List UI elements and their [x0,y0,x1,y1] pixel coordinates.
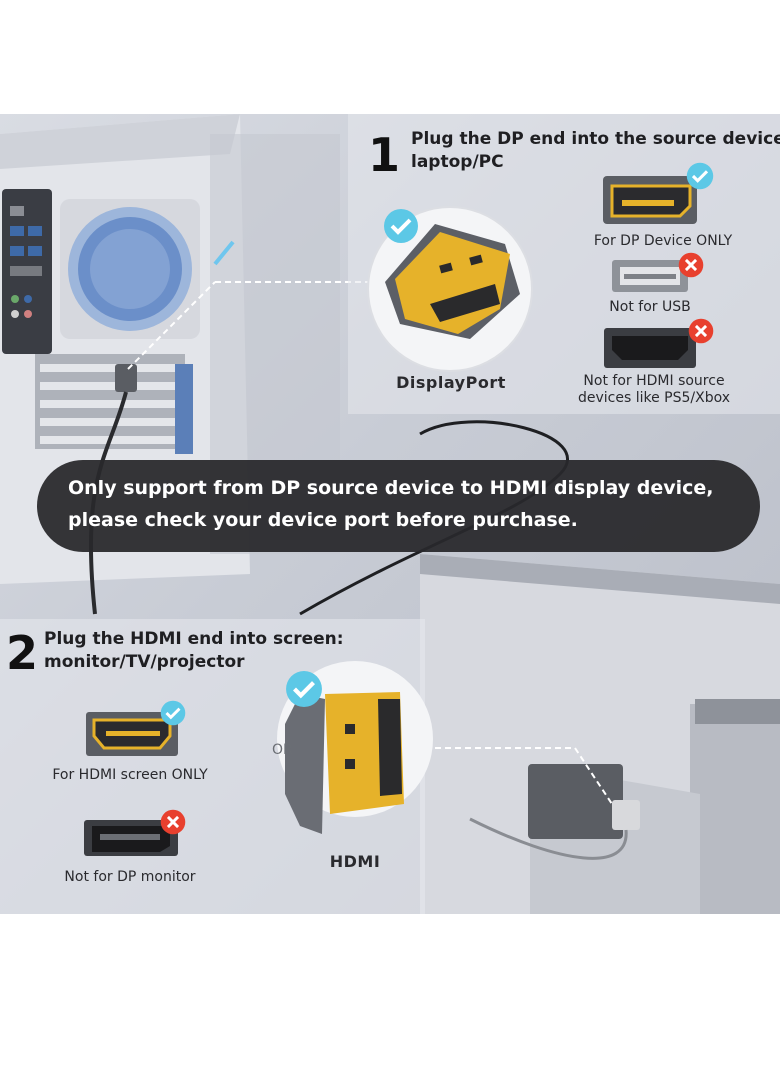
monitor-illustration [420,554,780,914]
step-1-instruction: Plug the DP end into the source device: … [411,128,780,174]
hdmi-screen-port-icon [86,712,178,756]
banner-line-2: please check your device port before pur… [68,509,578,531]
hdmi-source-caption-line-2: devices like PS5/Xbox [577,390,731,406]
displayport-connector-closeup [367,206,533,372]
step-2-instruction: Plug the HDMI end into screen: monitor/T… [44,628,344,674]
check-icon [160,700,186,726]
hdmi-source-caption-line-1: Not for HDMI source [583,373,725,389]
hdmi-screen-caption: For HDMI screen ONLY [52,767,208,783]
step-2-line-1: Plug the HDMI end into screen: [44,629,344,649]
usb-caption: Not for USB [609,299,691,315]
svg-text:OR: OR [272,742,293,758]
cross-icon [688,318,714,344]
step-1-number: 1 [368,128,401,182]
banner-line-1: Only support from DP source device to HD… [68,477,714,499]
dp-port-icon [603,176,697,224]
check-icon [686,162,714,190]
hdmi-port-icon [604,328,696,368]
step-2-line-2: monitor/TV/projector [44,652,245,672]
cross-icon [678,252,704,278]
check-icon [286,671,322,707]
compatibility-banner: Only support from DP source device to HD… [37,460,760,552]
product-illustration: OR [0,114,780,914]
hdmi-source-caption: Not for HDMI source devices like PS5/Xbo… [566,373,742,407]
check-icon [384,209,418,243]
hdmi-label: HDMI [329,852,381,871]
dp-monitor-caption: Not for DP monitor [64,869,196,885]
usb-port-icon [612,260,688,292]
step-1-line-2: laptop/PC [411,152,504,172]
step-1-line-1: Plug the DP end into the source device: [411,129,780,149]
step-2-number: 2 [6,626,39,680]
displayport-label: DisplayPort [396,373,506,392]
cross-icon [160,809,186,835]
dp-device-caption: For DP Device ONLY [593,233,733,249]
dp-monitor-port-icon [84,820,178,856]
